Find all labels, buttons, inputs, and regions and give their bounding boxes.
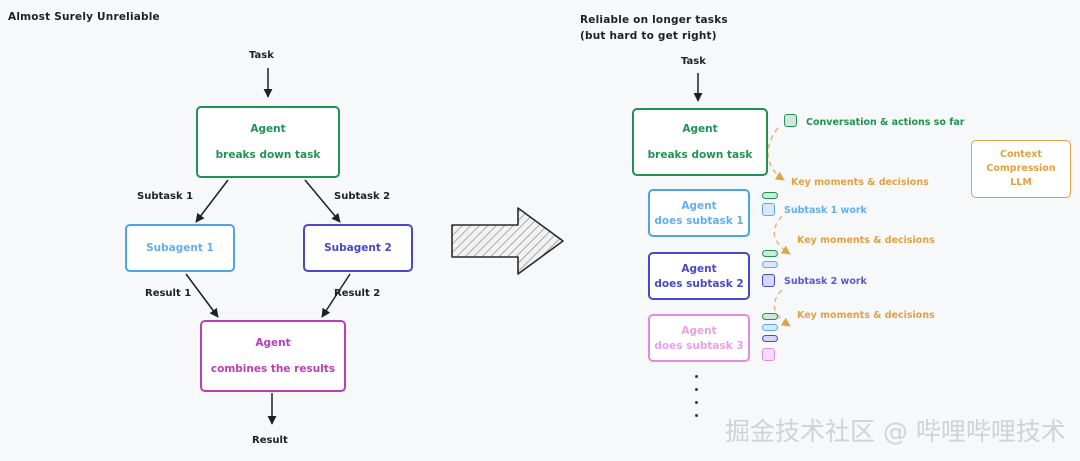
square-chip-pink-icon <box>762 348 775 361</box>
left-combiner-title: Agent <box>255 337 291 349</box>
left-combiner-agent-box[interactable]: Agent combines the results <box>200 320 346 392</box>
left-orchestrator-title: Agent <box>250 123 286 135</box>
context-compression-llm-box[interactable]: Context Compression LLM <box>971 140 1071 198</box>
right-panel-heading-line2: (but hard to get right) <box>580 30 717 42</box>
legend-conversation-actions: Conversation & actions so far <box>806 117 965 128</box>
right-orchestrator-title: Agent <box>682 123 718 135</box>
bar-chip-blue-icon-2 <box>762 324 778 331</box>
ellipsis-dot <box>695 414 698 417</box>
key-moments-label-3: Key moments & decisions <box>797 310 935 321</box>
ellipsis-dot <box>695 388 698 391</box>
edge-label-result-1: Result 1 <box>145 288 192 299</box>
ellipsis-dot <box>695 375 698 378</box>
arrow-agent-to-subagent1 <box>195 179 229 223</box>
legend-subtask-2-work: Subtask 2 work <box>784 276 867 287</box>
right-step-2-title: Agent <box>681 262 717 275</box>
right-step-1-title: Agent <box>681 199 717 212</box>
key-moments-label-1: Key moments & decisions <box>791 177 929 188</box>
left-combiner-subtitle: combines the results <box>210 363 336 375</box>
right-step-2-box[interactable]: Agent does subtask 2 <box>648 252 750 300</box>
left-orchestrator-subtitle: breaks down task <box>215 149 321 161</box>
edge-label-subtask-1: Subtask 1 <box>137 191 194 202</box>
left-result-label: Result <box>252 435 288 446</box>
right-step-1-subtitle: does subtask 1 <box>654 214 744 227</box>
left-subagent-1-box[interactable]: Subagent 1 <box>125 224 235 272</box>
bar-chip-green-icon-1 <box>762 192 778 199</box>
dashed-curve-compression-3 <box>773 289 791 327</box>
key-moments-label-2: Key moments & decisions <box>797 235 935 246</box>
left-subagent-2-title: Subagent 2 <box>324 242 392 254</box>
right-orchestrator-agent-box[interactable]: Agent breaks down task <box>632 108 768 176</box>
right-orchestrator-subtitle: breaks down task <box>647 149 753 161</box>
right-step-3-title: Agent <box>681 324 717 337</box>
left-orchestrator-agent-box[interactable]: Agent breaks down task <box>196 106 340 178</box>
edge-label-subtask-2: Subtask 2 <box>334 191 391 202</box>
right-step-3-subtitle: does subtask 3 <box>654 339 744 352</box>
square-chip-green-icon <box>784 114 797 127</box>
left-task-label: Task <box>249 50 274 61</box>
right-step-3-box[interactable]: Agent does subtask 3 <box>648 314 750 362</box>
dashed-curve-compression-2 <box>773 215 791 255</box>
right-step-1-box[interactable]: Agent does subtask 1 <box>648 189 750 237</box>
bar-chip-green-icon-2 <box>762 250 778 257</box>
left-subagent-2-box[interactable]: Subagent 2 <box>303 224 413 272</box>
bar-chip-blue-icon-1 <box>762 261 778 268</box>
right-task-label: Task <box>681 56 706 67</box>
square-chip-indigo-icon <box>762 274 775 287</box>
right-panel-heading-line1: Reliable on longer tasks <box>580 14 728 26</box>
legend-subtask-1-work: Subtask 1 work <box>784 205 867 216</box>
left-subagent-1-title: Subagent 1 <box>146 242 214 254</box>
block-arrow-right-icon <box>451 207 564 275</box>
right-step-2-subtitle: does subtask 2 <box>654 277 744 290</box>
dashed-curve-compression-1 <box>767 127 785 181</box>
left-panel-heading: Almost Surely Unreliable <box>8 11 160 23</box>
bar-chip-green-icon-3 <box>762 313 778 320</box>
watermark: 掘金技术社区 @ 哔哩哔哩技术 <box>725 417 1066 446</box>
bar-chip-indigo-icon <box>762 335 778 342</box>
square-chip-blue-icon <box>762 203 775 216</box>
edge-label-result-2: Result 2 <box>334 288 381 299</box>
ellipsis-dot <box>695 401 698 404</box>
ellipsis-dots <box>695 375 698 417</box>
context-compression-llm-label: Context Compression LLM <box>986 149 1056 188</box>
